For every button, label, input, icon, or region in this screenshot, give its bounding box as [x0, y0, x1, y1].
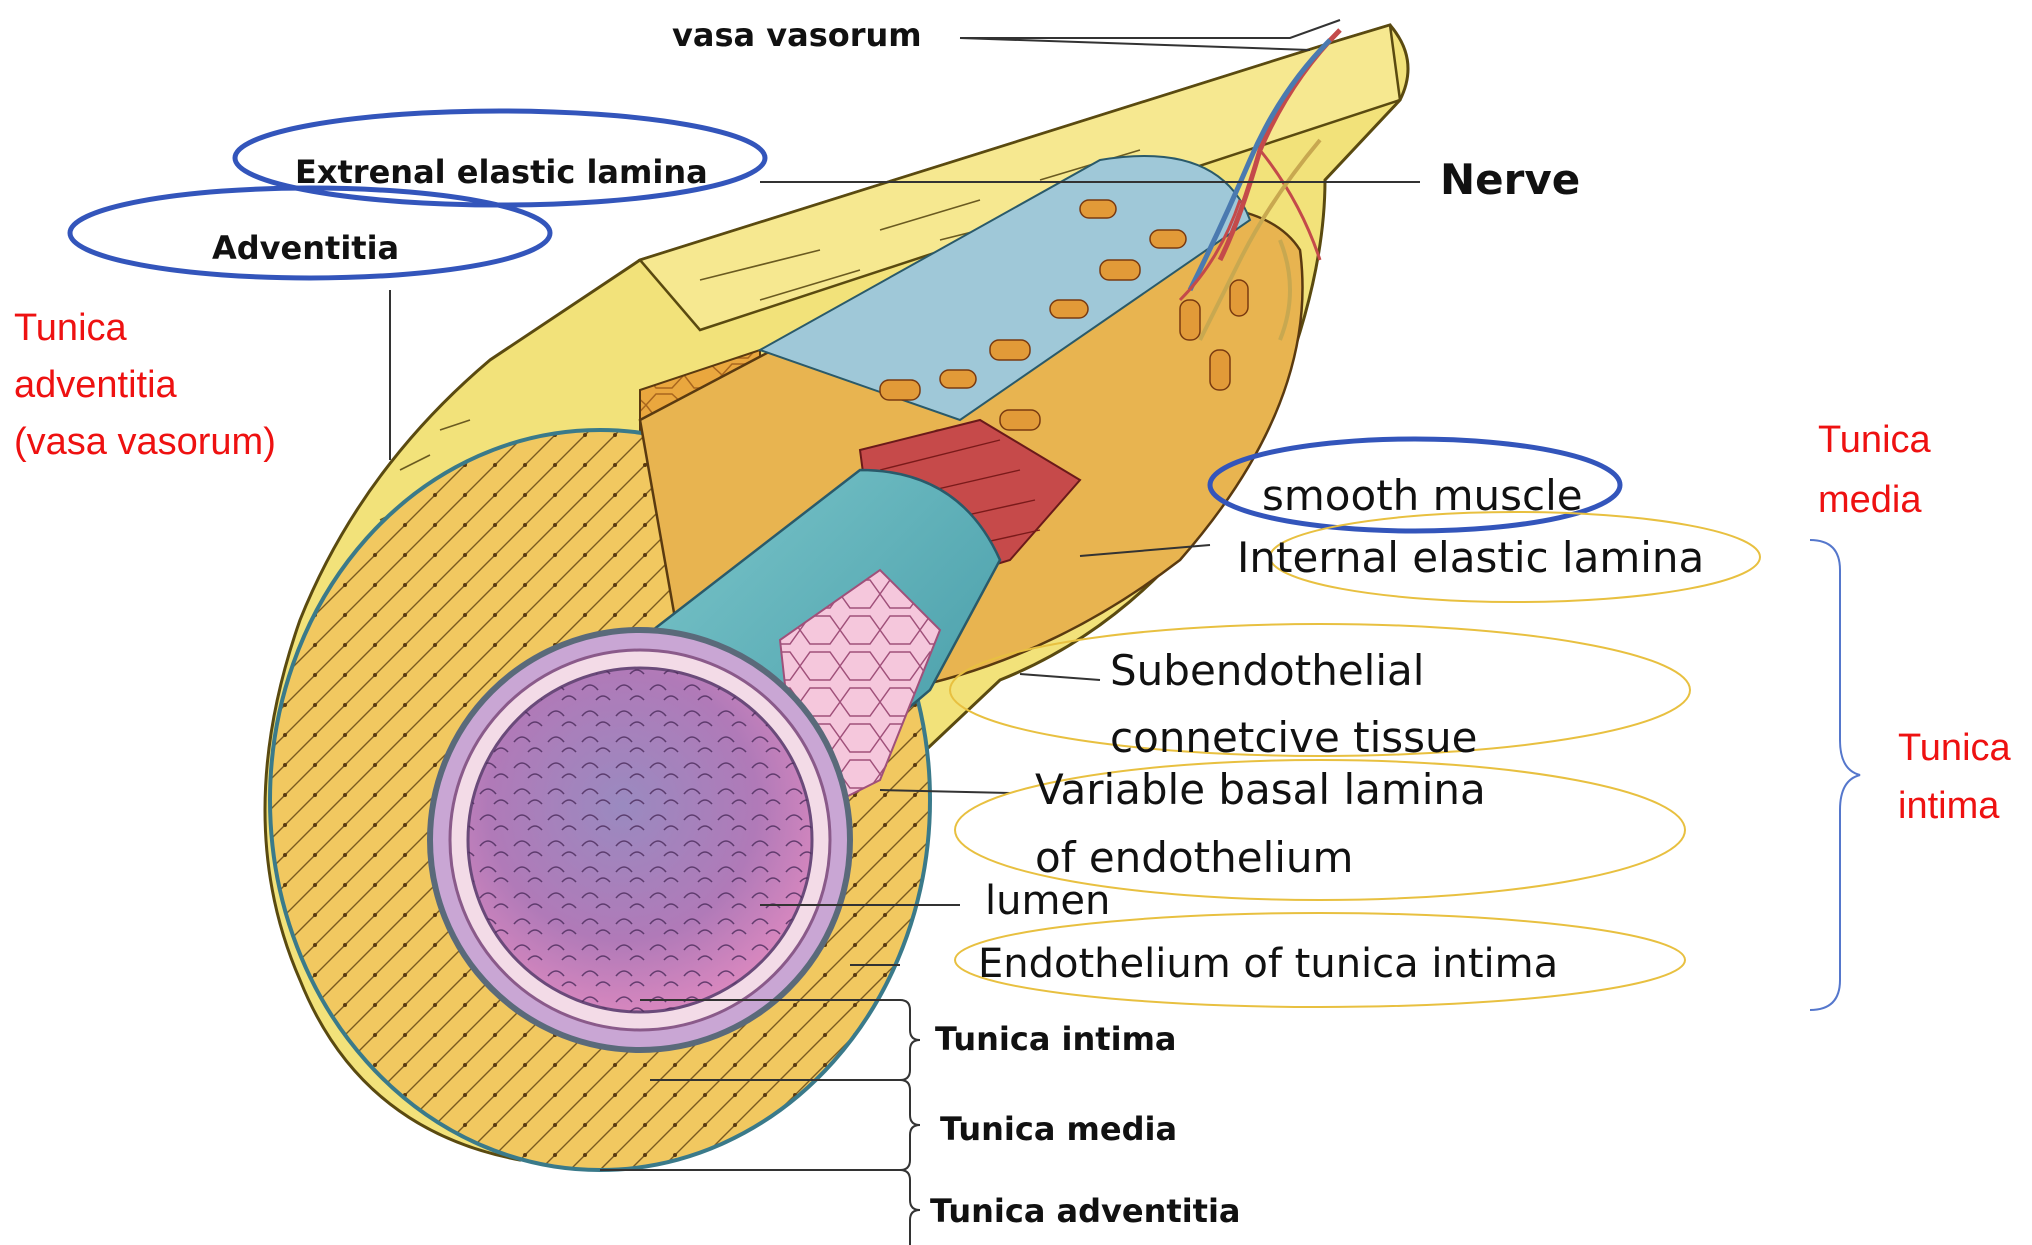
annotation-tunica-adventitia-3: (vasa vasorum) [14, 421, 276, 463]
annotation-tunica-media-1: Tunica [1818, 419, 1932, 461]
label-external-elastic-lamina: Extrenal elastic lamina [295, 153, 708, 191]
label-vasa-vasorum: vasa vasorum [672, 16, 922, 54]
annotation-tunica-adventitia-2: adventitia [14, 364, 178, 406]
label-layer-media: Tunica media [940, 1110, 1177, 1148]
label-nerve: Nerve [1440, 155, 1580, 204]
label-layer-adventitia: Tunica adventitia [930, 1192, 1241, 1230]
label-lumen: lumen [985, 878, 1110, 924]
annotation-tunica-media-2: media [1818, 479, 1922, 521]
label-subendothelial-line2: connetcive tissue [1110, 713, 1478, 762]
label-smooth-muscle: smooth muscle [1262, 471, 1583, 520]
label-adventitia: Adventitia [212, 229, 399, 267]
label-internal-elastic-lamina: Internal elastic lamina [1237, 533, 1704, 582]
label-layer-intima: Tunica intima [935, 1020, 1177, 1058]
label-subendothelial-line1: Subendothelial [1110, 646, 1424, 695]
annotation-tunica-intima-2: intima [1898, 785, 2000, 827]
label-basal-lamina-line2: of endothelium [1035, 833, 1353, 882]
annotation-tunica-intima-1: Tunica [1898, 727, 2012, 769]
label-basal-lamina-line1: Variable basal lamina [1035, 765, 1486, 814]
label-endothelium: Endothelium of tunica intima [978, 941, 1558, 987]
intima-curly-bracket [1810, 540, 1860, 1010]
annotation-tunica-adventitia-1: Tunica [14, 307, 128, 349]
